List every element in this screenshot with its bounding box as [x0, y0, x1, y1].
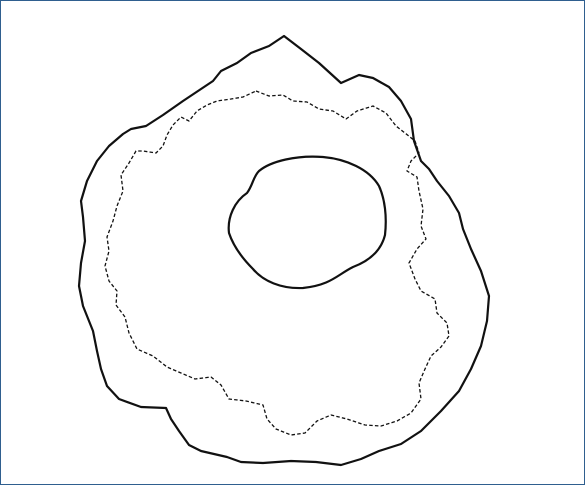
outer-boundary: [79, 36, 489, 465]
core-region: [229, 157, 386, 288]
inner-boundary: [105, 91, 449, 435]
